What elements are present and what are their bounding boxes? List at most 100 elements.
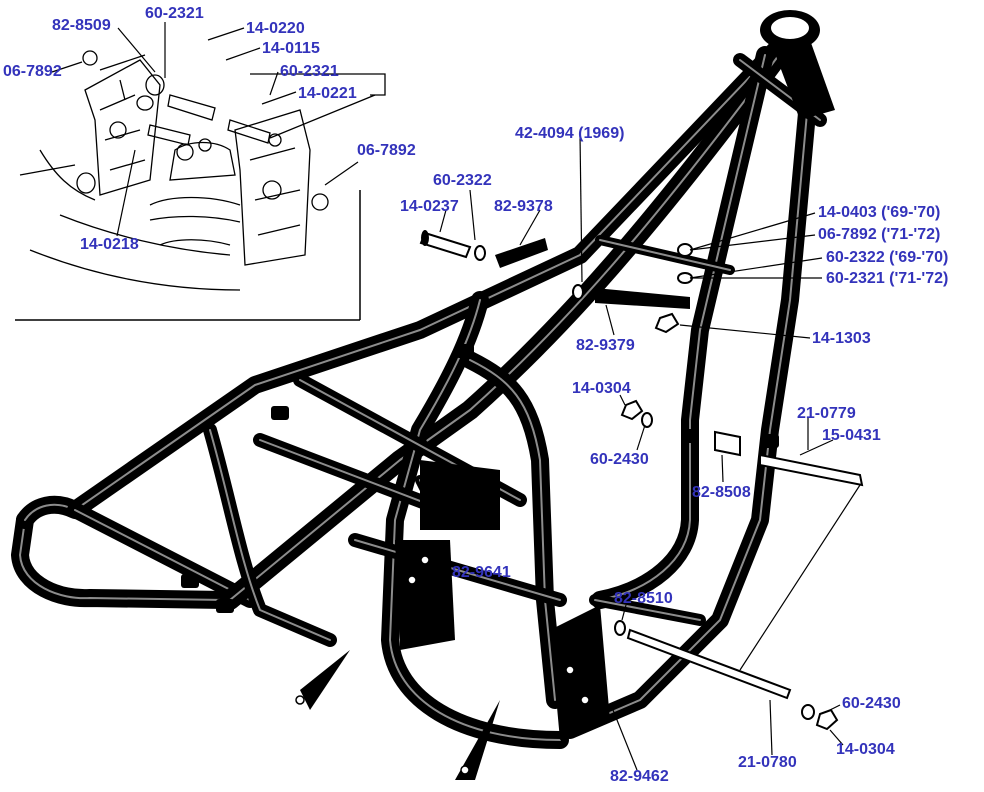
label-06-7892-71-72: 06-7892 ('71-'72) — [818, 226, 941, 243]
label-82-9379: 82-9379 — [576, 337, 635, 354]
inset-label-06-7892-right: 06-7892 — [357, 142, 416, 159]
plate-hole-1 — [565, 665, 575, 675]
inset-label-82-8509: 82-8509 — [52, 17, 111, 34]
nut-14-0304-lower — [815, 708, 839, 731]
washer-60-2430-upper — [641, 412, 653, 428]
label-42-4094: 42-4094 (1969) — [515, 125, 625, 142]
strap-82-9379 — [595, 288, 690, 309]
leader-28 — [769, 699, 773, 756]
leader-26 — [825, 704, 841, 713]
frame-tab-3 — [456, 344, 474, 358]
label-60-2430-lower: 60-2430 — [842, 695, 901, 712]
leader-lines — [51, 22, 861, 771]
nut-14-0304-upper — [620, 399, 644, 421]
leader-8 — [116, 149, 136, 237]
leader-29 — [612, 709, 638, 771]
inset-sketch-1 — [99, 94, 146, 171]
main-backbone-highlight — [229, 39, 791, 601]
stud-21-0780 — [626, 628, 792, 700]
label-82-8508: 82-8508 — [692, 484, 751, 501]
label-82-9378: 82-9378 — [494, 198, 553, 215]
inset-nut-mid — [176, 143, 194, 161]
inset-nut-left — [82, 50, 98, 66]
inset-hole-left — [109, 121, 127, 139]
inset-nut-right — [311, 193, 329, 211]
inset-bolt-14-0220 — [167, 94, 216, 121]
cross-member-c-highlight — [354, 539, 561, 601]
label-14-0304-lower: 14-0304 — [836, 741, 895, 758]
inset-label-14-0221: 14-0221 — [298, 85, 357, 102]
label-14-0304-upper: 14-0304 — [572, 380, 631, 397]
leader-4 — [51, 61, 83, 73]
frame-tab-5 — [681, 429, 699, 443]
inset-spacer-82-8509 — [145, 74, 165, 96]
leader-3 — [225, 47, 261, 61]
leader-14 — [689, 234, 816, 251]
washer-60-2322-b — [677, 272, 693, 284]
washer-60-2430-lower — [801, 704, 815, 720]
rear-cradle-highlight — [209, 429, 331, 641]
inset-sketch-4 — [149, 196, 241, 223]
inset-label-60-2321: 60-2321 — [280, 63, 339, 80]
label-60-2321-71-72: 60-2321 ('71-'72) — [826, 270, 949, 287]
frame-tab-4 — [461, 514, 479, 528]
frame-tab-2 — [181, 574, 199, 588]
label-82-8510: 82-8510 — [614, 590, 673, 607]
label-14-0237: 14-0237 — [400, 198, 459, 215]
label-14-0403: 14-0403 ('69-'70) — [818, 204, 941, 221]
leader-bracket-60-2321 — [250, 73, 386, 96]
inset-label-06-7892-left: 06-7892 — [3, 63, 62, 80]
leader-25 — [621, 604, 627, 621]
leader-7 — [324, 161, 359, 186]
inset-sketch-8 — [19, 54, 146, 176]
inset-washer-60-2321-b — [268, 133, 282, 147]
label-21-0780: 21-0780 — [738, 754, 797, 771]
plate-hole-2 — [295, 695, 305, 705]
plate-hole-5 — [420, 555, 430, 565]
nut-14-0403 — [677, 243, 693, 257]
hardware-parts — [419, 230, 864, 731]
label-82-9462: 82-9462 — [610, 768, 669, 785]
headstock-bore — [769, 15, 811, 41]
leader-13 — [689, 212, 816, 251]
top-rail-highlight — [24, 39, 786, 521]
engine-mount-plate-82-9462 — [550, 605, 610, 740]
spacer-82-8508 — [714, 430, 741, 457]
front-downtube-left-highlight — [599, 54, 766, 601]
rear-loop-lower-highlight — [19, 519, 226, 601]
inset-washer-60-2321 — [198, 138, 212, 152]
leader-bracket-60-2321-b — [269, 94, 376, 139]
engine-mount-plate-82-9641 — [395, 540, 455, 650]
footrest-mount-left — [300, 650, 350, 710]
leader-17 — [605, 304, 615, 336]
leader-20 — [636, 424, 646, 451]
motorcycle-frame — [11, 10, 835, 780]
frame-tab-0 — [216, 599, 234, 613]
inset-label-60-2321-top: 60-2321 — [145, 5, 204, 22]
inset-label-14-0220: 14-0220 — [246, 20, 305, 37]
label-21-0779: 21-0779 — [797, 405, 856, 422]
label-14-1303: 14-1303 — [812, 330, 871, 347]
inset-label-14-0218: 14-0218 — [80, 236, 139, 253]
frame-tab-6 — [761, 434, 779, 448]
leader-11 — [439, 209, 447, 233]
washer-42-4094 — [572, 284, 584, 300]
inset-sketch-3 — [249, 147, 301, 236]
leader-23 — [721, 454, 724, 483]
label-60-2322-69-70: 60-2322 ('69-'70) — [826, 249, 949, 266]
label-60-2430-upper: 60-2430 — [590, 451, 649, 468]
inset-bolt-14-0221 — [227, 119, 271, 144]
leader-18 — [679, 324, 811, 339]
inset-washer — [136, 95, 154, 111]
bolt-14-0237-head — [421, 230, 429, 246]
top-brace-highlight — [599, 239, 731, 271]
leader-6 — [261, 91, 297, 105]
leader-22 — [799, 439, 834, 456]
leader-30 — [739, 484, 861, 671]
battery-tray — [420, 460, 500, 530]
inset-sketch-5 — [39, 149, 231, 246]
rear-loop-side-highlight — [74, 509, 251, 601]
inset-sketch-0 — [84, 59, 161, 196]
plate-hole-0 — [407, 575, 417, 585]
